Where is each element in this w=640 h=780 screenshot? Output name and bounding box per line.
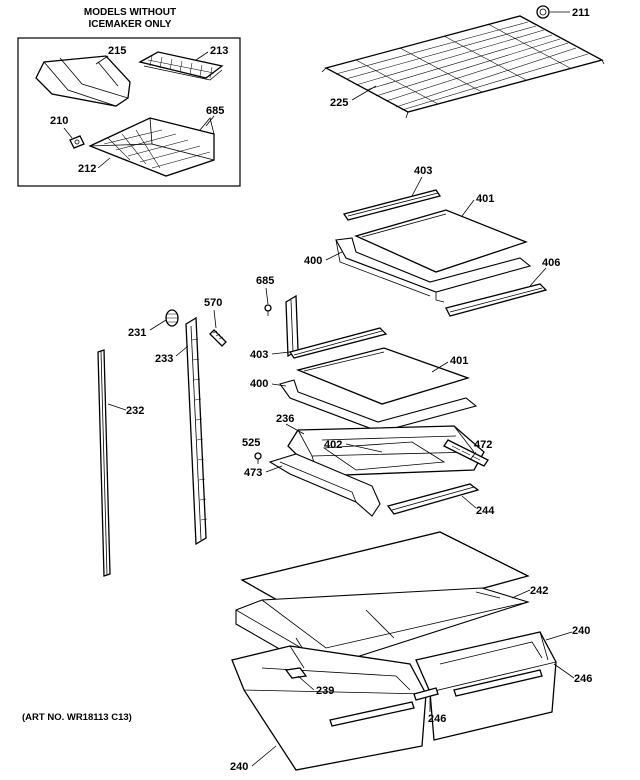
screw-525-part (254, 452, 262, 464)
callout-570: 570 (204, 297, 222, 309)
callout-403-lower: 403 (250, 349, 268, 361)
callout-525: 525 (242, 437, 260, 449)
lower-shelf-assembly (279, 294, 478, 440)
callout-231: 231 (128, 327, 146, 339)
callout-246-left: 246 (428, 713, 446, 725)
left-crisper-pan-part (231, 645, 439, 771)
callout-236: 236 (276, 413, 294, 425)
callout-211: 211 (572, 7, 590, 19)
callout-239: 239 (316, 685, 334, 697)
callout-406: 406 (542, 257, 560, 269)
callout-472: 472 (474, 439, 492, 451)
callout-215: 215 (108, 45, 126, 57)
wire-shelf-part (321, 15, 605, 119)
callout-402: 402 (324, 439, 342, 451)
screw-685-part (264, 304, 272, 316)
callout-225: 225 (330, 97, 348, 109)
screw-570-part (209, 329, 227, 347)
callout-242: 242 (530, 585, 548, 597)
inset-title-line1: MODELS WITHOUT (84, 7, 176, 18)
upper-shelf-assembly (335, 189, 548, 317)
callout-246-right: 246 (574, 673, 592, 685)
callout-685: 685 (256, 275, 274, 287)
callout-401-lower: 401 (450, 355, 468, 367)
ice-tray-part (138, 51, 224, 81)
callout-401-upper: 401 (476, 193, 494, 205)
callout-233: 233 (155, 353, 173, 365)
shelf-ladder-rail-part (185, 316, 208, 546)
callout-232: 232 (126, 405, 144, 417)
callout-400-lower: 400 (250, 378, 268, 390)
snack-pan-part (268, 425, 489, 517)
inset-title-line2: ICEMAKER ONLY (89, 19, 172, 30)
ice-shelf-basket-part (88, 117, 215, 177)
right-crisper-pan-part (415, 631, 557, 741)
rail-stop-part (165, 309, 179, 327)
icemaker-inset-box: MODELS WITHOUT ICEMAKER ONLY (17, 7, 241, 187)
callout-213: 213 (210, 45, 228, 57)
side-rail-part (97, 349, 111, 577)
callout-240-left: 240 (230, 761, 248, 773)
callout-403-upper: 403 (414, 165, 432, 177)
callout-400-upper: 400 (304, 255, 322, 267)
ice-bin-part (35, 55, 131, 107)
callout-473: 473 (244, 467, 262, 479)
callout-685-inset: 685 (206, 105, 224, 117)
clip-part (69, 135, 85, 149)
callout-240-right: 240 (572, 625, 590, 637)
callout-244: 244 (476, 505, 495, 517)
callout-210: 210 (50, 115, 68, 127)
callout-212: 212 (78, 163, 96, 175)
shelf-stop-part (536, 5, 550, 19)
art-number: (ART NO. WR18113 C13) (22, 712, 132, 723)
